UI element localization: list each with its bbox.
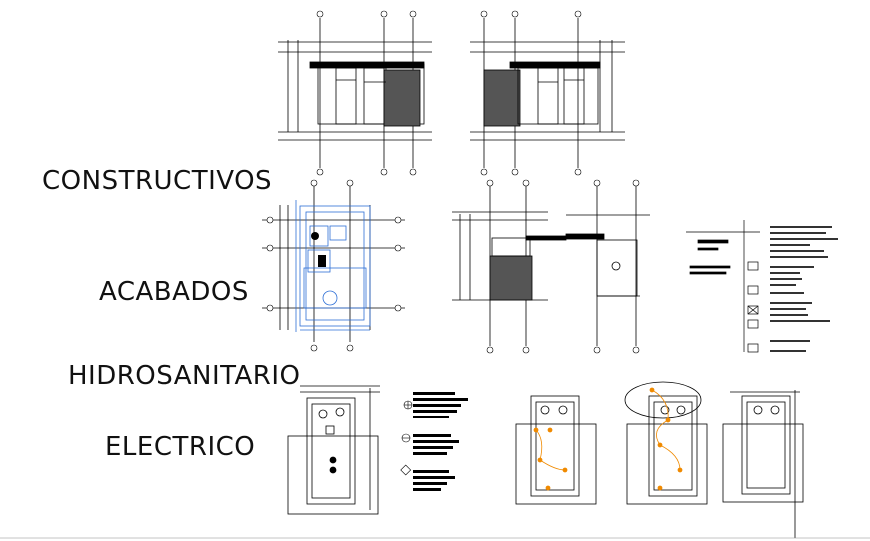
- floor-plan-finishes: [262, 179, 405, 352]
- grid-bubbles-left: [316, 10, 417, 176]
- hydrosanitary-plan: [287, 385, 380, 515]
- side-elevation-stone: [452, 186, 567, 346]
- electric-circuit-1: [533, 427, 568, 491]
- hydro-legend: [413, 392, 468, 491]
- symbol-legend: [686, 220, 760, 353]
- section-title-constructivos: CONSTRUCTIVOS: [42, 166, 273, 196]
- section-title-electrico: ELECTRICO: [105, 432, 256, 462]
- legend-text-lines: [770, 226, 838, 352]
- electric-circuit-2: [649, 387, 683, 491]
- front-elevation-left: [278, 18, 432, 168]
- electric-plan-1: [515, 395, 597, 505]
- electric-plan-2: [624, 381, 708, 505]
- section-title-hidrosanitario: HIDROSANITARIO: [68, 361, 301, 391]
- section-view: [565, 186, 650, 346]
- front-elevation-right: [470, 18, 625, 168]
- grid-bubbles-right: [480, 10, 582, 176]
- section-title-acabados: ACABADOS: [99, 277, 249, 307]
- electric-plan-3: [722, 390, 804, 538]
